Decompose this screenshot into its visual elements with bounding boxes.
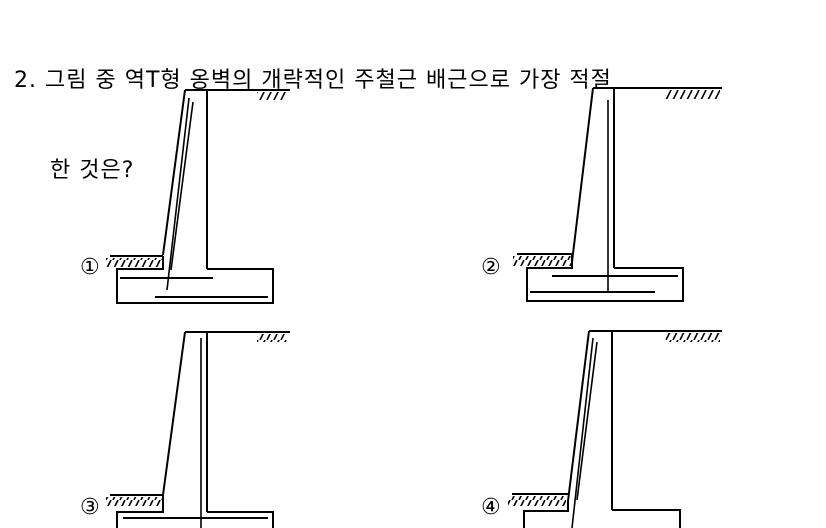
option-1-label[interactable]: ① bbox=[80, 255, 100, 280]
option-3-diagram[interactable] bbox=[106, 331, 290, 528]
option-2-diagram[interactable] bbox=[513, 87, 722, 302]
question-line-1: 2. 그림 중 역T형 옹벽의 개략적인 주철근 배근으로 가장 적절 bbox=[14, 66, 612, 96]
option-3-label[interactable]: ③ bbox=[80, 495, 100, 520]
option-2-label[interactable]: ② bbox=[481, 255, 501, 280]
question-line-1-text: 그림 중 역T형 옹벽의 개략적인 주철근 배근으로 가장 적절 bbox=[45, 68, 612, 93]
question-text: 2. 그림 중 역T형 옹벽의 개략적인 주철근 배근으로 가장 적절 한 것은… bbox=[14, 6, 612, 216]
option-4-diagram[interactable] bbox=[508, 330, 722, 528]
option-1-diagram[interactable] bbox=[106, 89, 290, 304]
question-number: 2. bbox=[14, 68, 37, 93]
question-line-2: 한 것은? bbox=[50, 158, 135, 183]
option-4-label[interactable]: ④ bbox=[481, 495, 501, 520]
